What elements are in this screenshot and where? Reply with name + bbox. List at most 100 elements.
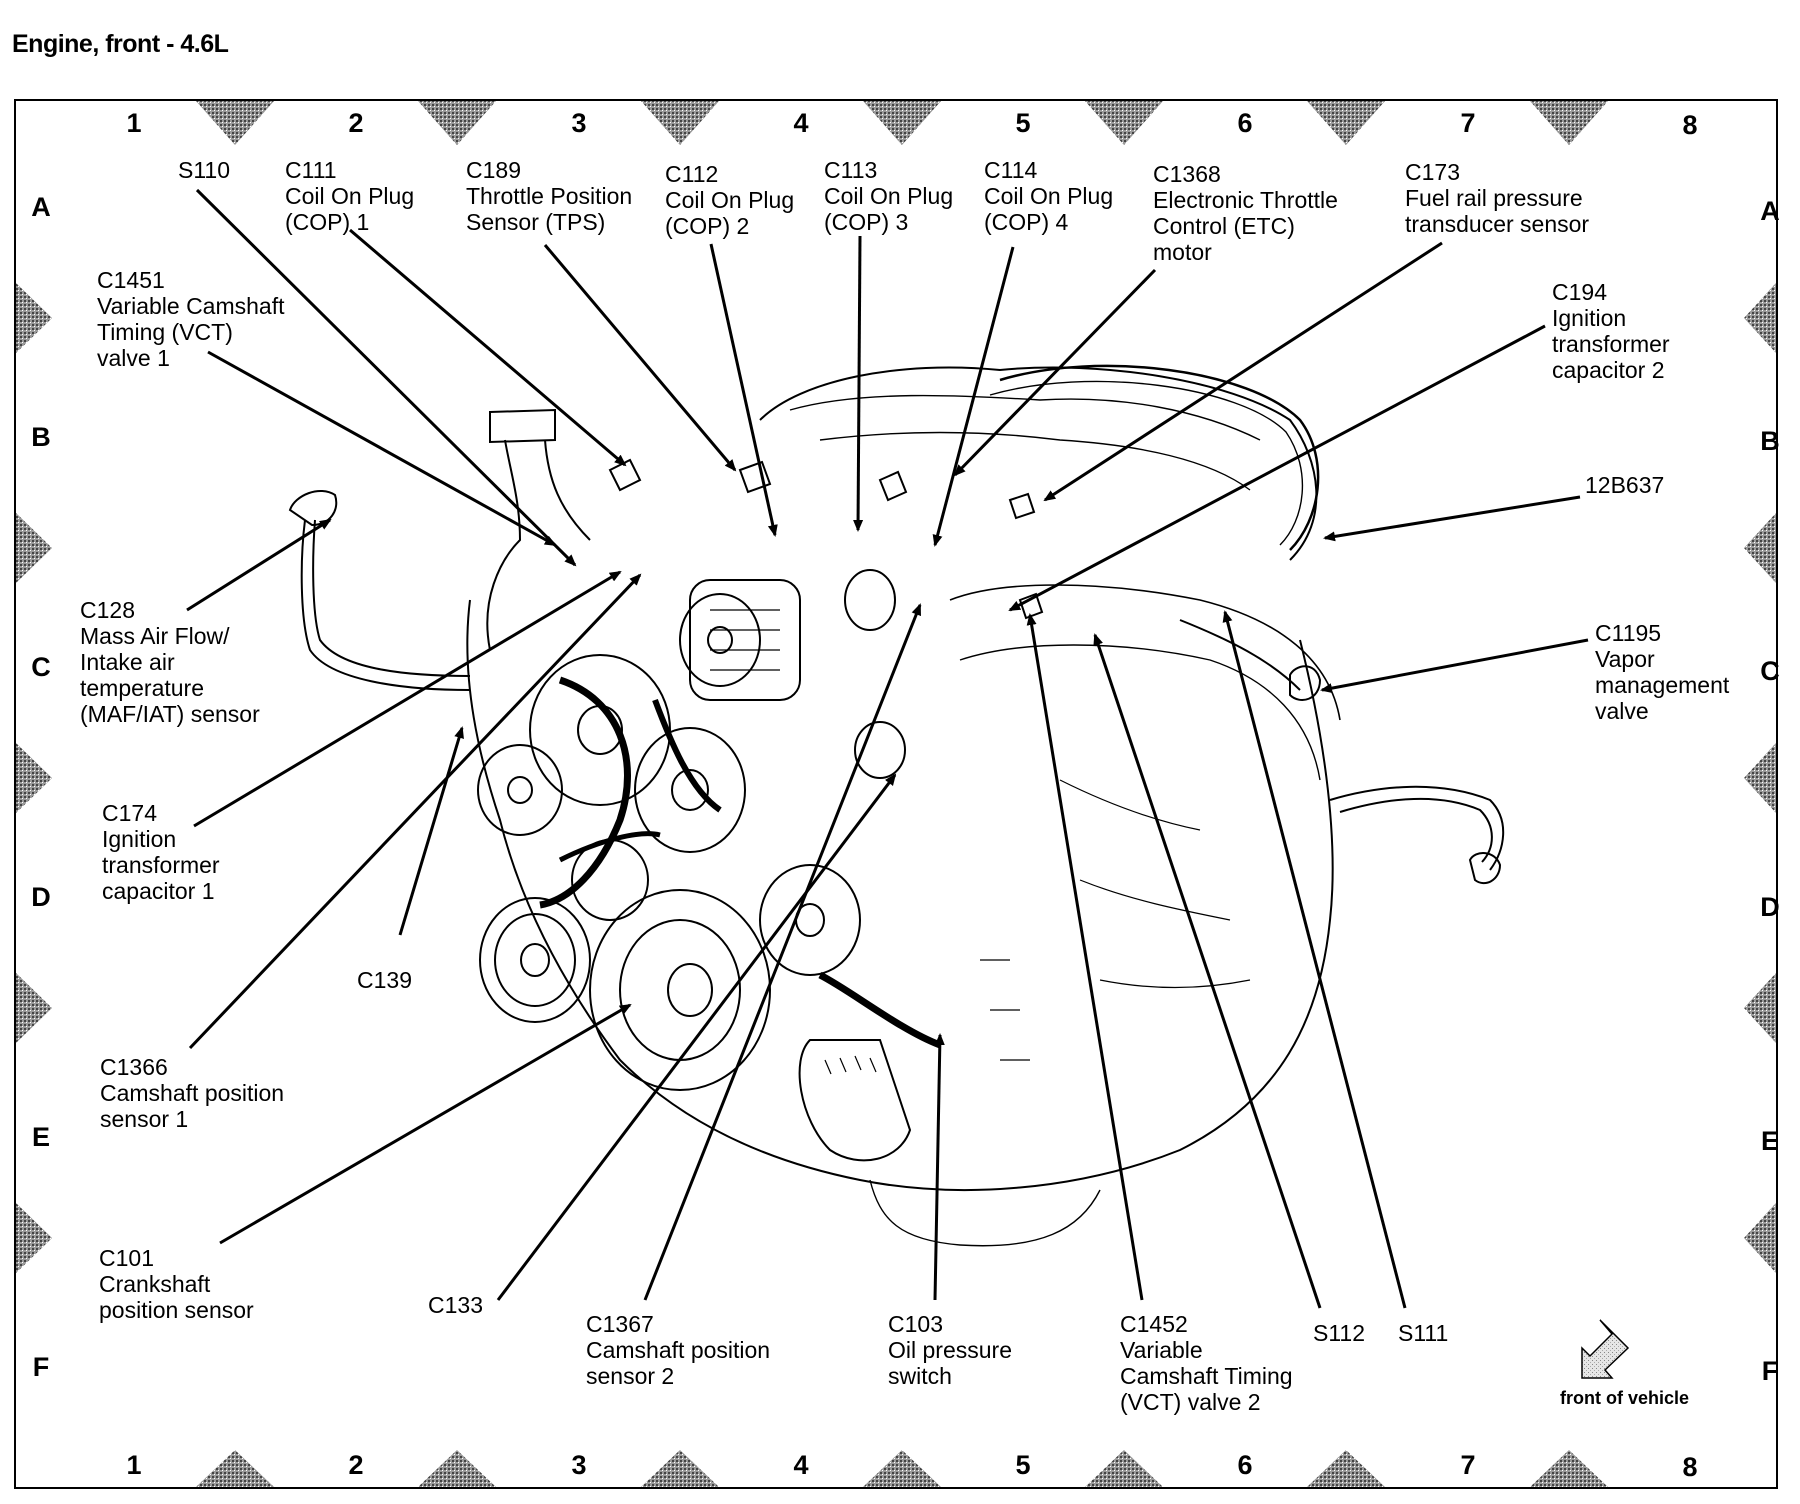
callout-code: C139 [357,967,412,993]
grid-col-bottom-1: 1 [126,1450,142,1480]
callout-code: C111 [285,157,337,183]
callout-C101: C101 Crankshaft position sensor [99,1245,254,1323]
leader-C128 [186,518,332,612]
grid-markers-bottom [196,1450,1608,1487]
callout-desc: Timing (VCT) [97,319,233,345]
callout-desc: (COP) 4 [984,209,1069,235]
leader-C1368 [953,268,1157,477]
callout-code: C113 [824,157,878,183]
leader-C1367 [643,603,922,1301]
grid-markers-right [1744,283,1776,1273]
page-title: Engine, front - 4.6L [12,30,229,58]
leader-C194 [1008,324,1546,612]
callout-C139: C139 [357,967,412,993]
leader-S110 [195,188,577,567]
grid-markers-left [16,283,52,1273]
leader-S112 [1093,633,1322,1309]
callout-C103: C103 Oil pressure switch [888,1311,1012,1389]
callout-desc: transducer sensor [1405,211,1590,237]
leader-C113 [853,235,864,532]
callout-desc: Ignition [1552,305,1627,331]
grid-row-left-F: F [32,1352,50,1382]
leader-12B637 [1323,495,1581,542]
callout-desc: valve 1 [97,345,170,371]
leader-C1452 [1026,613,1144,1301]
callout-code: C128 [80,597,135,623]
callout-desc: Fuel rail pressure [1405,185,1583,211]
callout-desc: Variable Camshaft [97,293,285,319]
callout-C128: C128 Mass Air Flow/ Intake air temperatu… [80,597,260,727]
callout-C112: C112 Coil On Plug (COP) 2 [665,161,794,239]
callout-code: C173 [1405,159,1460,185]
grid-col-bottom-8: 8 [1682,1452,1698,1482]
callout-desc: (VCT) valve 2 [1120,1389,1261,1415]
grid-row-left-B: B [31,422,51,452]
callout-code: C1366 [100,1054,168,1080]
callout-desc: sensor 2 [586,1363,675,1389]
callout-desc: capacitor 1 [102,878,215,904]
grid-col-top-5: 5 [1015,108,1031,138]
callout-desc: Camshaft Timing [1120,1363,1293,1389]
callout-desc: Throttle Position [466,183,633,209]
callout-C1451: C1451 Variable Camshaft Timing (VCT) val… [97,267,285,371]
callout-C174: C174 Ignition transformer capacitor 1 [102,800,220,904]
callout-desc: Oil pressure [888,1337,1012,1363]
grid-row-left-A: A [31,192,51,222]
leader-C174 [193,570,622,828]
grid-col-bottom-5: 5 [1015,1450,1031,1480]
leader-S111 [1222,610,1407,1309]
callout-desc: management [1595,672,1730,698]
callout-code: C133 [428,1292,483,1318]
callout-C133: C133 [428,1292,483,1318]
callout-desc: (COP) 3 [824,209,909,235]
callout-C173: C173 Fuel rail pressure transducer senso… [1405,159,1589,237]
callout-desc: Coil On Plug [984,183,1114,209]
callout-C189: C189 Throttle Position Sensor (TPS) [466,157,632,235]
callout-C1368: C1368 Electronic Throttle Control (ETC) … [1153,161,1338,265]
callout-desc: sensor 1 [100,1106,189,1132]
grid-col-top-6: 6 [1237,108,1253,138]
grid-col-top-7: 7 [1460,108,1476,138]
grid-markers-top [196,101,1608,145]
grid-col-bottom-3: 3 [571,1450,587,1480]
callout-desc: Vapor [1595,646,1655,672]
grid-row-left-E: E [31,1122,50,1152]
leader-C103 [933,1033,945,1301]
diagram-frame [14,99,1778,1489]
callout-code: C1451 [97,267,165,293]
front-of-vehicle-arrow-icon [1581,1319,1630,1379]
callout-desc: Ignition [102,826,177,852]
callout-desc: Sensor (TPS) [466,209,606,235]
callout-desc: Control (ETC) [1153,213,1295,239]
callout-desc: (COP) 1 [285,209,370,235]
callout-desc: switch [888,1363,952,1389]
callout-code: C1195 [1595,620,1662,646]
callout-desc: capacitor 2 [1552,357,1665,383]
callout-code: C1452 [1120,1311,1188,1337]
callout-C1366: C1366 Camshaft position sensor 1 [100,1054,284,1132]
grid-col-bottom-7: 7 [1460,1450,1476,1480]
callout-desc: Camshaft position [586,1337,771,1363]
grid-col-bottom-4: 4 [793,1450,809,1480]
grid-row-right-B: B [1760,426,1780,456]
leader-C111 [349,228,627,467]
callout-code: C1367 [586,1311,654,1337]
grid-col-bottom-6: 6 [1237,1450,1253,1480]
callout-desc: position sensor [99,1297,254,1323]
callout-code: 12B637 [1585,472,1665,498]
callout-code: C112 [665,161,719,187]
callout-C194: C194 Ignition transformer capacitor 2 [1552,279,1670,383]
callout-desc: (MAF/IAT) sensor [80,701,260,727]
engine-drawing [288,364,1505,1247]
leader-C114 [932,246,1015,547]
callout-code: C174 [102,800,157,826]
grid-col-bottom-2: 2 [348,1450,364,1480]
callout-S111: S111 [1398,1320,1448,1346]
grid-row-right-E: E [1760,1126,1779,1156]
callout-code: S111 [1398,1320,1449,1346]
callout-code: C114 [984,157,1038,183]
leader-C1195 [1320,638,1589,694]
callout-desc: valve [1595,698,1649,724]
callout-desc: Camshaft position [100,1080,285,1106]
grid-col-top-1: 1 [126,108,142,138]
